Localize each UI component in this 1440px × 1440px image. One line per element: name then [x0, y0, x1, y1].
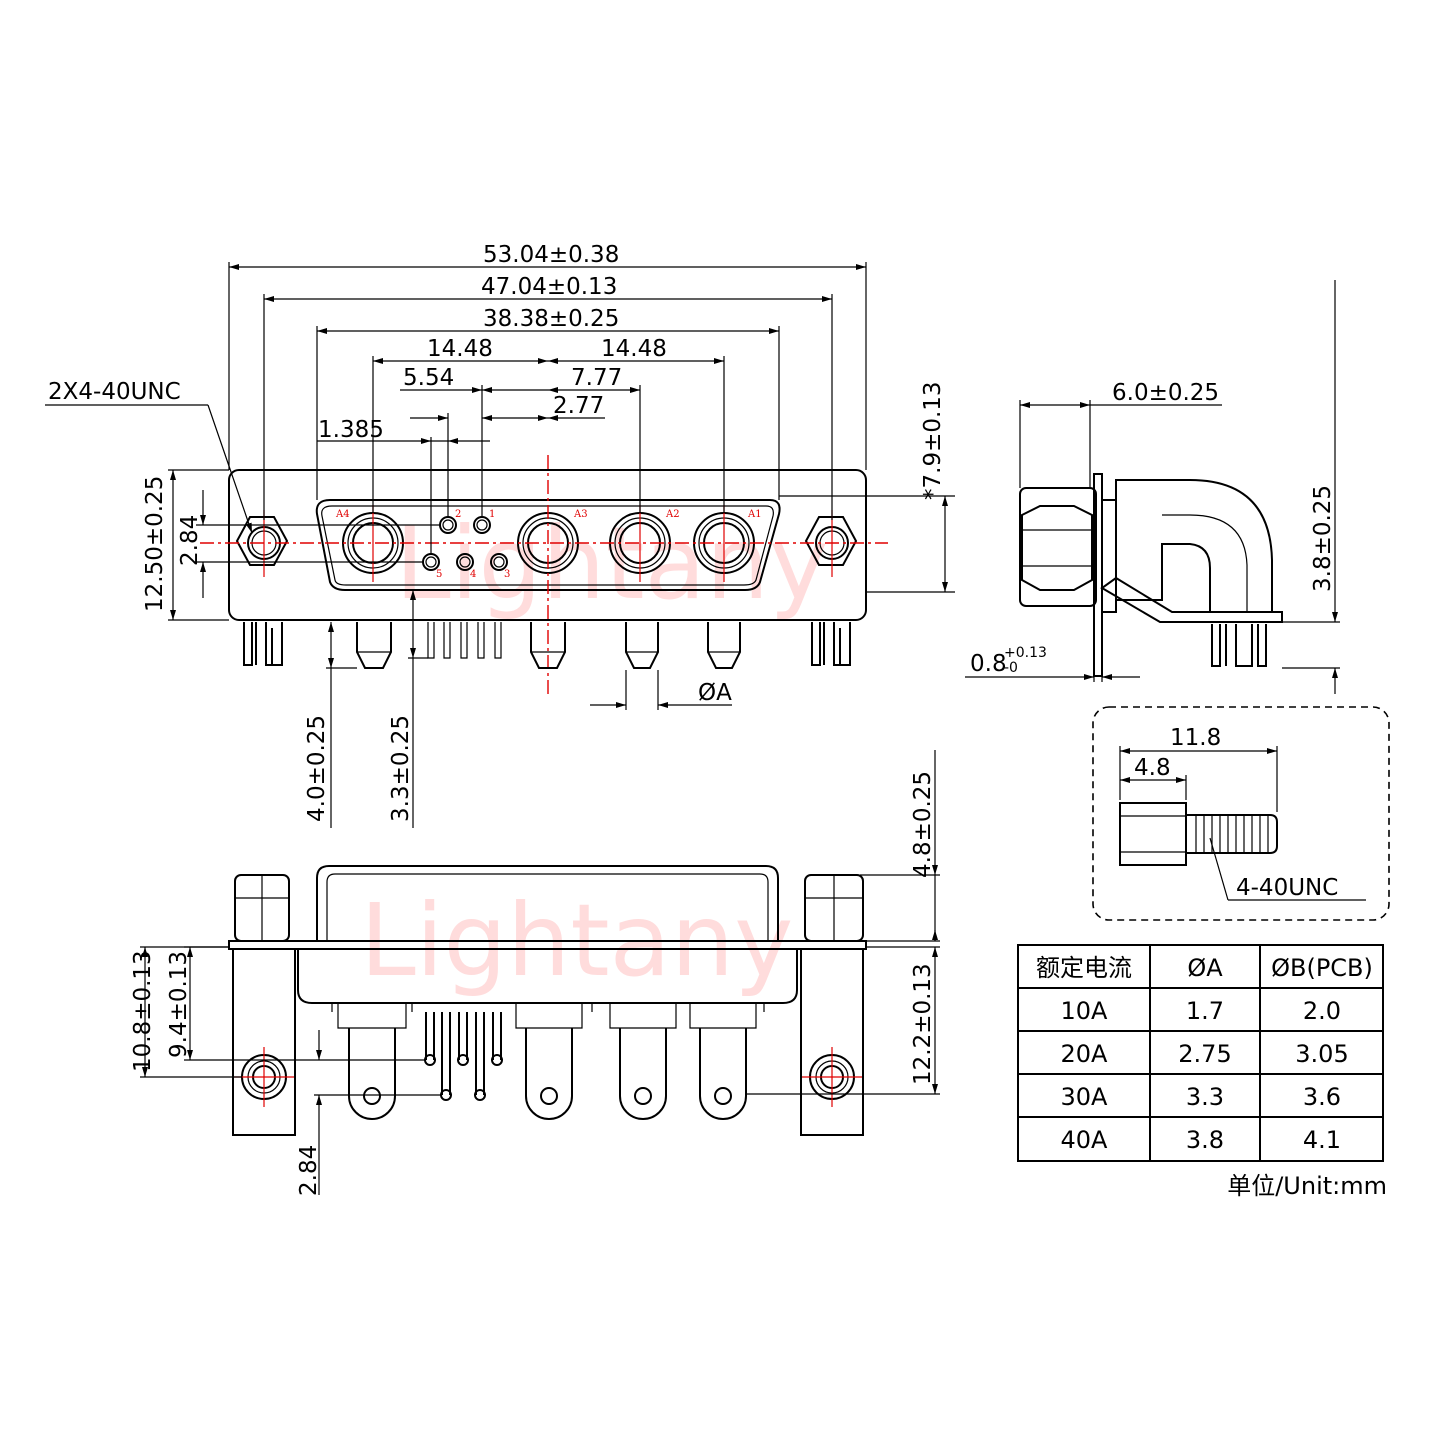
- bottom-insulator: [297, 949, 798, 1004]
- pin-label-1: 1: [489, 509, 495, 520]
- signal-contact-4: [456, 553, 474, 571]
- table-cell: 4.1: [1303, 1126, 1341, 1154]
- table-cell: 3.8: [1186, 1126, 1224, 1154]
- pin-label-a4: A4: [335, 509, 350, 520]
- pin-label-a1: A1: [747, 509, 762, 520]
- table-header-phi-a: ØA: [1187, 954, 1223, 982]
- unit-note: 单位/Unit:mm: [1227, 1172, 1387, 1200]
- dim-signal-right: 7.77: [571, 365, 622, 391]
- dim-thread-callout: 2X4-40UNC: [48, 379, 181, 405]
- dim-phi-a: ØA: [698, 680, 732, 706]
- dim-signal-pitch: 1.385: [318, 417, 384, 443]
- pin-label-a2: A2: [665, 509, 680, 520]
- dim-side-depth: 6.0±0.25: [1112, 380, 1219, 406]
- pin-label-4: 4: [470, 569, 476, 580]
- dim-flange-tol-upper: +0.13: [1004, 645, 1047, 661]
- table-cell: 3.05: [1295, 1040, 1348, 1068]
- dim-bottom-right: 12.2±0.13: [910, 963, 936, 1085]
- bottom-mount-holes: [234, 1047, 862, 1107]
- d-shell-inner: [321, 505, 774, 586]
- dim-screw-head: 4.8: [1134, 755, 1171, 781]
- side-board-lock: [1211, 624, 1267, 667]
- bottom-signal-legs: [424, 1012, 503, 1101]
- front-view: A4 A3 A2 A1 2 1 5 4 3: [45, 242, 955, 828]
- side-pin-leg: [1100, 576, 1283, 623]
- table-cell: 1.7: [1186, 997, 1224, 1025]
- table-cell: 30A: [1061, 1083, 1109, 1111]
- dim-bottom-outer: 10.8±0.13: [130, 950, 156, 1072]
- bottom-view: 4.8±0.25 12.2±0.13 10.8±0.13 9.4±0.13 2.…: [130, 750, 940, 1196]
- d-shell-outer: [315, 499, 781, 591]
- table-header-current: 额定电流: [1036, 954, 1132, 982]
- pin-label-5: 5: [436, 569, 442, 580]
- dim-flange-thickness: 0.8: [970, 651, 1007, 677]
- dim-pitch-left: 14.48: [427, 336, 493, 362]
- dim-bottom-standoff: 4.8±0.25: [910, 771, 936, 878]
- bottom-flange: [228, 940, 867, 950]
- dim-bottom-inner: 9.4±0.13: [166, 951, 192, 1058]
- bottom-right-lock: [800, 948, 864, 1136]
- table-cell: 40A: [1061, 1126, 1109, 1154]
- table-cell: 2.0: [1303, 997, 1341, 1025]
- left-hex-nut: [235, 516, 289, 566]
- screw-hex: [1119, 802, 1187, 866]
- dim-mount-pitch: 47.04±0.13: [481, 274, 617, 300]
- pin-label-3: 3: [504, 569, 510, 580]
- screw-detail-frame: [1092, 706, 1390, 921]
- front-centerlines: [200, 455, 888, 695]
- dim-side-height: 3.8±0.25: [1310, 485, 1336, 592]
- table-cell: 3.6: [1303, 1083, 1341, 1111]
- side-view: 6.0±0.25 3.8±0.25 0.8 +0.13 -0: [965, 280, 1340, 694]
- front-board-locks: [243, 622, 851, 666]
- dim-pitch-right: 14.48: [601, 336, 667, 362]
- front-pins: [356, 622, 741, 669]
- watermark-front: Lightany: [395, 505, 828, 622]
- dim-screw-length: 11.8: [1170, 725, 1221, 751]
- front-flange: [228, 469, 867, 621]
- side-body-bend: [1115, 479, 1273, 613]
- bottom-power-legs: [348, 1028, 747, 1120]
- dim-screw-thread: 4-40UNC: [1236, 875, 1338, 901]
- side-shell: [1019, 487, 1097, 607]
- dim-overall-width: 53.04±0.38: [483, 242, 619, 268]
- dim-pin-length-power: 4.0±0.25: [304, 715, 330, 822]
- pin-label-a3: A3: [573, 509, 588, 520]
- dim-shell-height: *7.9±0.13: [920, 381, 946, 500]
- dim-front-height: 12.50±0.25: [142, 476, 168, 612]
- bottom-left-lock: [232, 948, 296, 1136]
- screw-detail: 11.8 4.8 4-40UNC: [1092, 706, 1390, 921]
- dim-bottom-row-spacing: 2.84: [296, 1145, 322, 1196]
- screw-thread: [1185, 814, 1278, 854]
- table-header-phi-b: ØB(PCB): [1271, 954, 1373, 982]
- table-cell: 2.75: [1178, 1040, 1231, 1068]
- dim-signal-inner: 2.77: [553, 393, 604, 419]
- dim-signal-left: 5.54: [403, 365, 454, 391]
- table-cell: 3.3: [1186, 1083, 1224, 1111]
- dim-row-spacing: 2.84: [177, 515, 203, 566]
- spec-table: 额定电流 ØA ØB(PCB) 10A 1.7 2.0 20A 2.75 3.0…: [1017, 944, 1384, 1162]
- front-dim-lines: [45, 262, 955, 828]
- table-cell: 10A: [1061, 997, 1109, 1025]
- dim-flange-tol-lower: -0: [1004, 660, 1018, 676]
- dim-shell-width: 38.38±0.25: [483, 306, 619, 332]
- pin-label-2: 2: [455, 509, 461, 520]
- dim-pin-length-signal: 3.3±0.25: [388, 715, 414, 822]
- signal-contact-3: [490, 553, 508, 571]
- table-cell: 20A: [1061, 1040, 1109, 1068]
- bottom-shell: [316, 865, 779, 941]
- side-hex: [1021, 505, 1093, 591]
